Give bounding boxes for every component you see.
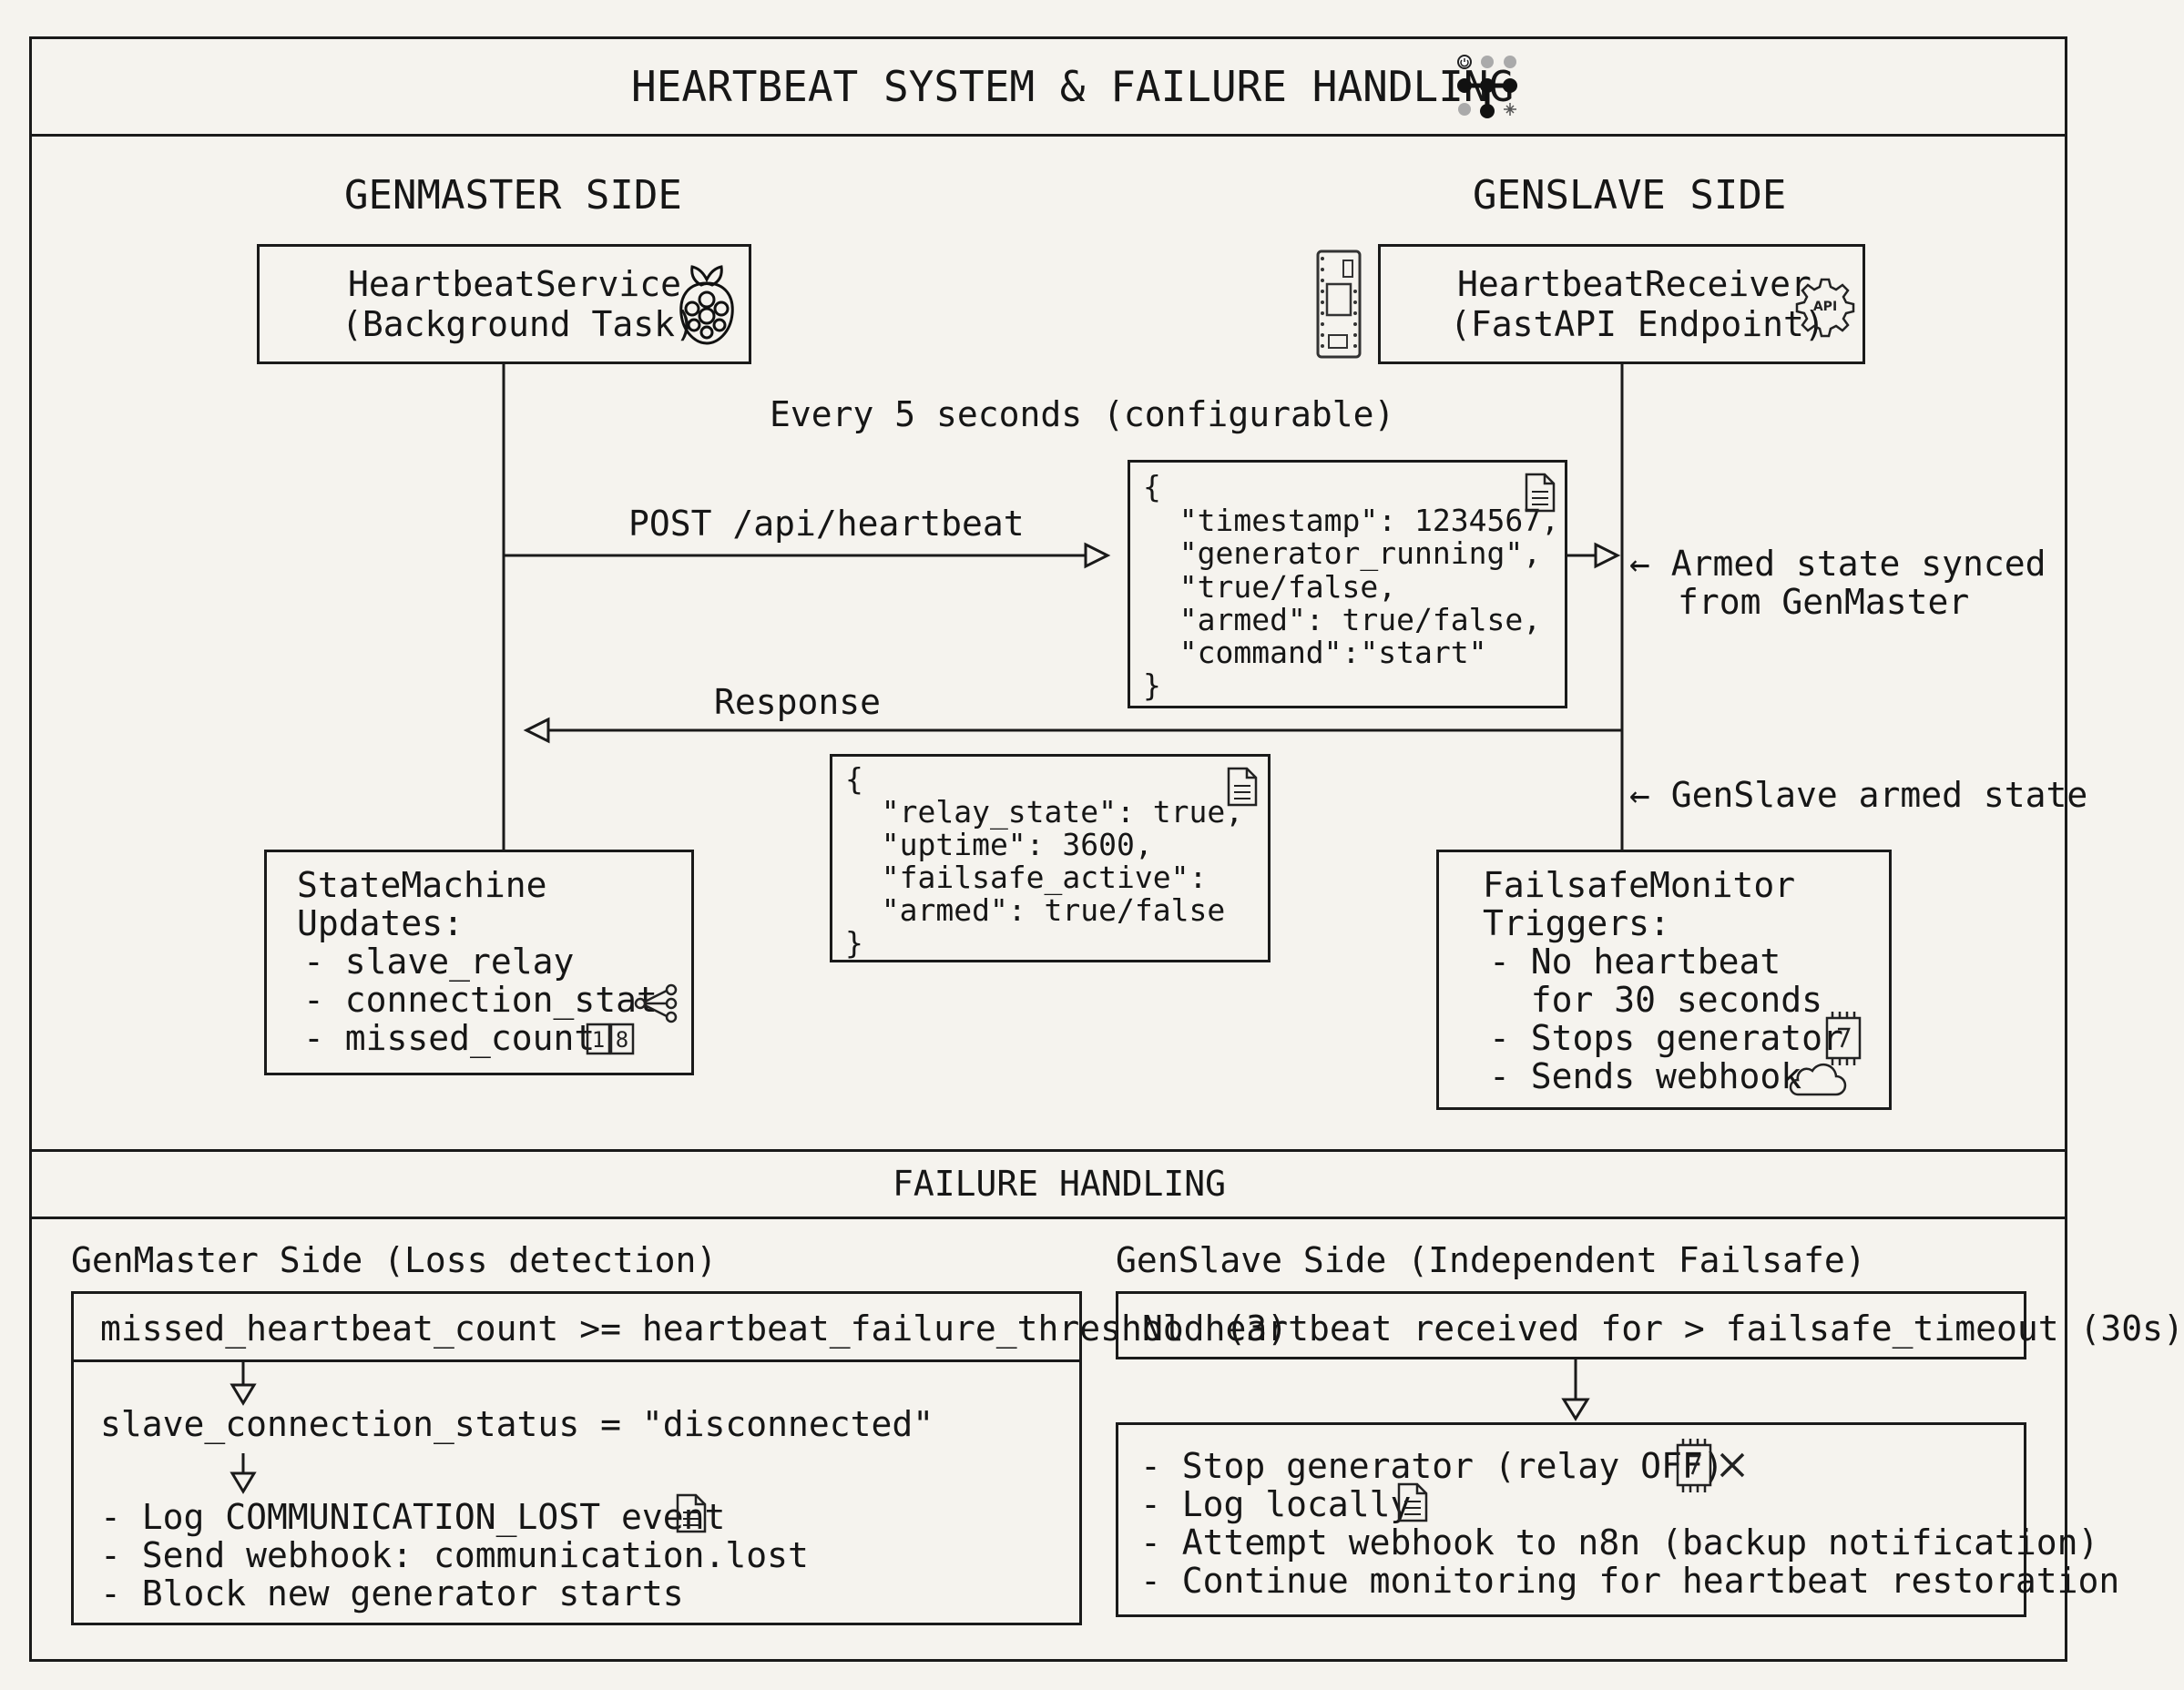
armed-sync-note-cont: from GenMaster: [1678, 582, 1970, 622]
state-machine-line: - slave_relay: [303, 942, 575, 982]
failure-master-heading: GenMaster Side (Loss detection): [71, 1240, 718, 1280]
connector-lines: [230, 362, 1624, 1494]
failure-master-condition: missed_heartbeat_count >= heartbeat_fail…: [100, 1308, 1289, 1349]
network-icon: [1457, 55, 1517, 118]
api-gear-icon: API: [1795, 278, 1855, 338]
heartbeat-receiver-title: HeartbeatReceiver: [1457, 264, 1811, 304]
failure-master-action: - Send webhook: communication.lost: [100, 1535, 809, 1575]
failure-slave-heading: GenSlave Side (Independent Failsafe): [1116, 1240, 1866, 1280]
failure-slave-condition-box: No heartbeat received for > failsafe_tim…: [1116, 1291, 2184, 1359]
title-divider: [29, 134, 2067, 137]
heartbeat-service-title: HeartbeatService: [348, 264, 682, 304]
failure-slave-action: - Continue monitoring for heartbeat rest…: [1140, 1561, 2120, 1601]
document-icon: [1227, 767, 1258, 807]
response-json-box: { "relay_state": true, "uptime": 3600, "…: [830, 754, 1271, 962]
request-json-line: }: [1143, 667, 1161, 703]
document-icon: [1525, 473, 1556, 513]
raspberry-pi-icon: [679, 265, 734, 345]
post-label: POST /api/heartbeat: [628, 504, 1025, 544]
state-machine-line: Updates:: [297, 903, 464, 943]
failure-slave-action: - Log locally: [1140, 1484, 1412, 1524]
failsafe-line: for 30 seconds: [1489, 980, 1823, 1020]
numbers-icon: 1 8: [586, 1023, 635, 1055]
heartbeat-service-subtitle: (Background Task): [342, 304, 696, 344]
failure-master-action: - Log COMMUNICATION_LOST event: [100, 1497, 726, 1537]
response-json-line: {: [845, 761, 863, 797]
genslave-heading: GENSLAVE SIDE: [1473, 172, 1787, 219]
microcontroller-board-icon: [1316, 249, 1362, 359]
armed-sync-note: ← Armed state synced: [1629, 544, 2046, 584]
state-machine-line: - connection_stat: [303, 980, 658, 1020]
response-label: Response: [714, 682, 882, 722]
response-json-line: }: [845, 925, 863, 961]
failsafe-line: FailsafeMonitor: [1483, 865, 1796, 905]
response-json-line: "relay_state": true,: [845, 794, 1244, 830]
failure-slave-actions-box: - Stop generator (relay OFF) - Log local…: [1116, 1422, 2119, 1617]
document-icon: [1397, 1482, 1428, 1522]
response-json-line: "armed": true/false: [845, 892, 1226, 928]
share-icon: [634, 983, 678, 1023]
failure-master-status: slave_connection_status = "disconnected": [100, 1404, 934, 1444]
request-json-line: "command":"start": [1143, 635, 1487, 670]
heartbeat-receiver-box: HeartbeatReceiver (FastAPI Endpoint) API: [1378, 244, 1865, 364]
failure-master-divider: [74, 1359, 1079, 1362]
relay-icon: [1676, 1439, 1712, 1492]
failure-divider-top: [29, 1149, 2067, 1152]
relay-icon: [1825, 1012, 1862, 1065]
heartbeat-receiver-subtitle: (FastAPI Endpoint): [1450, 304, 1825, 344]
page-title: HEARTBEAT SYSTEM & FAILURE HANDLING: [631, 62, 1515, 111]
response-json-line: "failsafe_active":: [845, 860, 1208, 895]
outer-frame: [29, 36, 2067, 1662]
interval-label: Every 5 seconds (configurable): [770, 394, 1395, 434]
request-json-line: "timestamp": 1234567,: [1143, 503, 1559, 538]
failure-slave-condition: No heartbeat received for > failsafe_tim…: [1142, 1308, 2184, 1349]
cloud-icon: [1789, 1063, 1847, 1096]
svg-text:8: 8: [616, 1027, 628, 1053]
failsafe-line: - No heartbeat: [1489, 942, 1781, 982]
failsafe-monitor-box: FailsafeMonitor Triggers: - No heartbeat…: [1436, 850, 1892, 1110]
failsafe-line: - Stops generator: [1489, 1018, 1843, 1058]
state-machine-line: - missed_count: [303, 1018, 596, 1058]
failure-divider-bottom: [29, 1217, 2067, 1219]
genslave-armed-note: ← GenSlave armed state: [1629, 775, 2088, 815]
request-json-box: { "timestamp": 1234567, "generator_runni…: [1128, 460, 1567, 708]
failure-slave-action: - Attempt webhook to n8n (backup notific…: [1140, 1522, 2099, 1563]
state-machine-box: StateMachine Updates: - slave_relay - co…: [264, 850, 694, 1075]
svg-text:1: 1: [592, 1027, 605, 1053]
failsafe-line: Triggers:: [1483, 903, 1670, 943]
request-json-line: {: [1143, 469, 1161, 504]
failure-master-action: - Block new generator starts: [100, 1573, 684, 1614]
state-machine-line: StateMachine: [297, 865, 547, 905]
genmaster-heading: GENMASTER SIDE: [344, 172, 682, 219]
request-json-line: "true/false,: [1143, 569, 1397, 605]
request-json-line: "armed": true/false,: [1143, 602, 1542, 637]
heartbeat-service-box: HeartbeatService (Background Task): [257, 244, 751, 364]
document-icon: [676, 1493, 707, 1533]
failure-slave-action: - Stop generator (relay OFF): [1140, 1446, 1724, 1486]
failure-master-box: missed_heartbeat_count >= heartbeat_fail…: [71, 1291, 1288, 1625]
response-json-line: "uptime": 3600,: [845, 827, 1153, 862]
failure-heading: FAILURE HANDLING: [893, 1164, 1227, 1204]
close-icon: [1720, 1452, 1745, 1478]
svg-text:API: API: [1813, 300, 1837, 314]
failsafe-line: - Sends webhook: [1489, 1056, 1802, 1096]
request-json-line: "generator_running",: [1143, 535, 1542, 571]
